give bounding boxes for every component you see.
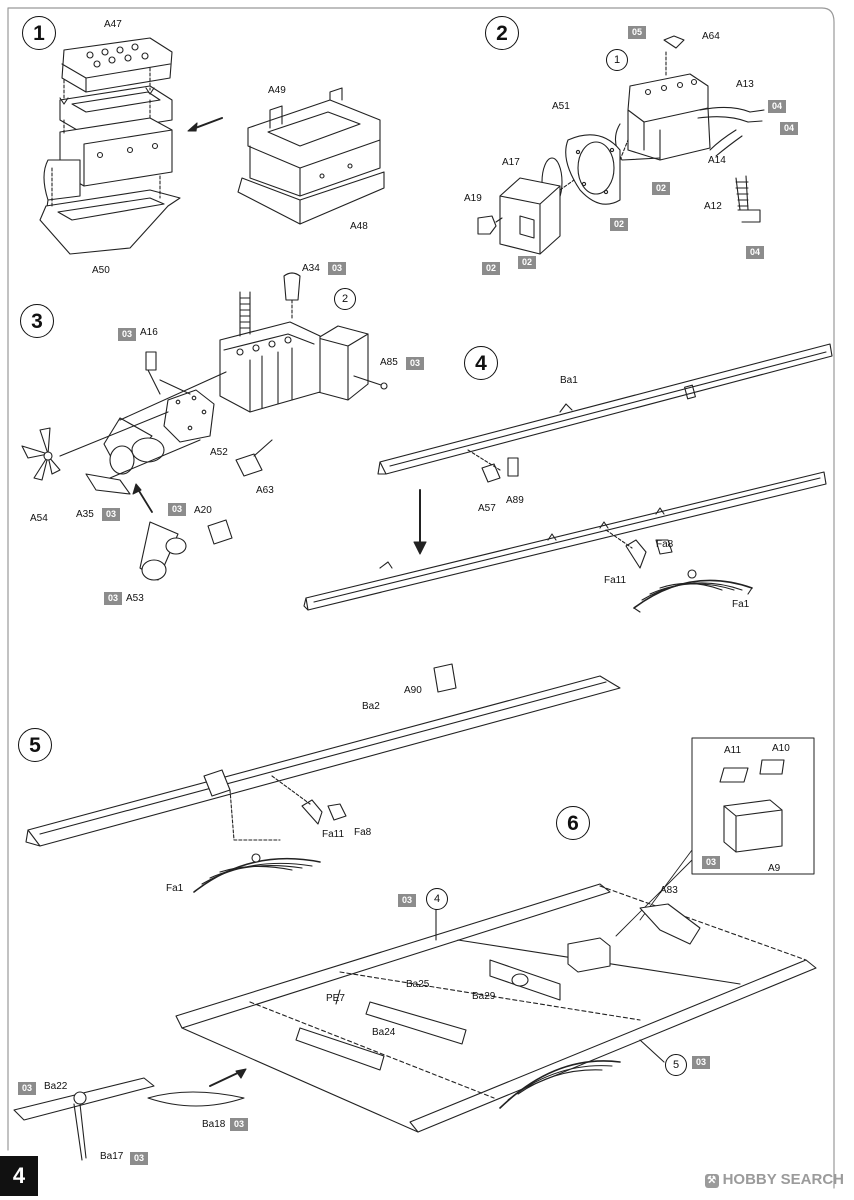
paint-tag: 02 — [652, 182, 671, 195]
part-label: A53 — [126, 593, 144, 604]
part-label: Ba25 — [406, 979, 430, 990]
step6-drawing — [13, 737, 817, 1161]
page-frame — [7, 7, 835, 1189]
page-number: 4 — [0, 1156, 38, 1196]
watermark-text: HOBBY SEARCH — [722, 1171, 844, 1188]
part-label: A16 — [140, 327, 158, 338]
paint-tag: 02 — [482, 262, 501, 275]
part-label: A48 — [350, 221, 368, 232]
part-label: Fa11 — [604, 575, 627, 586]
part-label: Ba24 — [372, 1027, 396, 1038]
part-label: A63 — [256, 485, 274, 496]
paint-tag: 03 — [230, 1118, 249, 1131]
step1-drawing — [39, 37, 385, 255]
paint-tag: 03 — [398, 894, 417, 907]
part-label: Fa8 — [354, 827, 372, 838]
step5-drawing — [25, 663, 621, 893]
step-marker: 6 — [556, 806, 590, 840]
watermark: ⚒HOBBY SEARCH — [704, 1171, 844, 1188]
part-label: A64 — [702, 31, 720, 42]
part-label: A17 — [502, 157, 520, 168]
part-label: A51 — [552, 101, 570, 112]
part-label: PE7 — [326, 993, 345, 1004]
paint-tag: 03 — [692, 1056, 711, 1069]
ref-marker: 4 — [426, 888, 448, 910]
step-marker: 2 — [485, 16, 519, 50]
part-label: A14 — [708, 155, 726, 166]
step-marker: 5 — [18, 728, 52, 762]
step3-drawing — [21, 272, 388, 581]
ref-marker: 5 — [665, 1054, 687, 1076]
paint-tag: 03 — [104, 592, 123, 605]
part-label: A19 — [464, 193, 482, 204]
part-label: A54 — [30, 513, 48, 524]
part-label: A50 — [92, 265, 110, 276]
paint-tag: 04 — [780, 122, 799, 135]
paint-tag: 03 — [702, 856, 721, 869]
paint-tag: 03 — [118, 328, 137, 341]
paint-tag: 03 — [18, 1082, 37, 1095]
part-label: A83 — [660, 885, 678, 896]
part-label: A47 — [104, 19, 122, 30]
paint-tag: 03 — [406, 357, 425, 370]
part-label: Fa8 — [656, 539, 674, 550]
step4-drawing — [303, 343, 833, 613]
part-label: Ba17 — [100, 1151, 124, 1162]
part-label: Ba22 — [44, 1081, 68, 1092]
part-label: Fa11 — [322, 829, 345, 840]
part-label: A85 — [380, 357, 398, 368]
part-label: A9 — [768, 863, 781, 874]
part-label: Fa1 — [166, 883, 184, 894]
paint-tag: 03 — [328, 262, 347, 275]
part-label: A12 — [704, 201, 722, 212]
part-label: Ba18 — [202, 1119, 226, 1130]
part-label: A90 — [404, 685, 422, 696]
part-label: A34 — [302, 263, 320, 274]
part-label: Ba2 — [362, 701, 380, 712]
part-label: Ba1 — [560, 375, 578, 386]
part-label: A89 — [506, 495, 524, 506]
paint-tag: 02 — [610, 218, 629, 231]
paint-tag: 04 — [746, 246, 765, 259]
paint-tag: 03 — [102, 508, 121, 521]
part-label: A13 — [736, 79, 754, 90]
part-label: Fa1 — [732, 599, 750, 610]
part-label: A10 — [772, 743, 790, 754]
hobby-search-logo-icon: ⚒ — [704, 1174, 719, 1188]
step-marker: 4 — [464, 346, 498, 380]
step-marker: 3 — [20, 304, 54, 338]
paint-tag: 03 — [168, 503, 187, 516]
ref-marker: 2 — [334, 288, 356, 310]
step-marker: 1 — [22, 16, 56, 50]
part-label: A35 — [76, 509, 94, 520]
paint-tag: 04 — [768, 100, 787, 113]
part-label: A52 — [210, 447, 228, 458]
ref-marker: 1 — [606, 49, 628, 71]
paint-tag: 03 — [130, 1152, 149, 1165]
part-label: A49 — [268, 85, 286, 96]
part-label: Ba29 — [472, 991, 496, 1002]
paint-tag: 02 — [518, 256, 537, 269]
part-label: A20 — [194, 505, 212, 516]
part-label: A57 — [478, 503, 496, 514]
paint-tag: 05 — [628, 26, 647, 39]
part-label: A11 — [724, 745, 742, 756]
step2-drawing — [477, 35, 765, 255]
